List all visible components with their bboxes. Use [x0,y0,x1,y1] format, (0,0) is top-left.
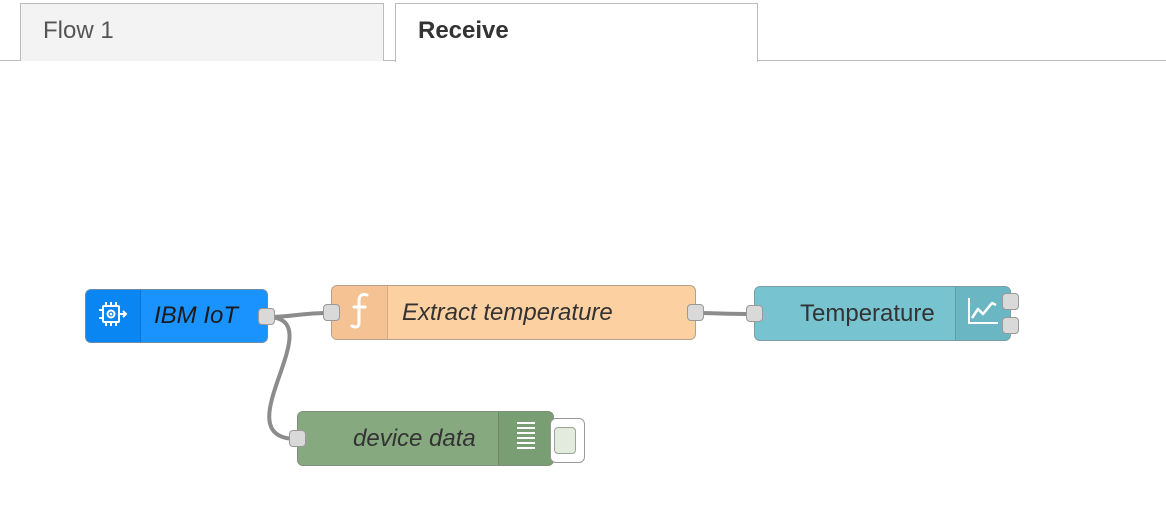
chart-icon-area [955,287,1010,340]
line-chart-icon [966,296,1000,331]
debug-icon-area [498,412,553,465]
temperature-chart-output-port-2[interactable] [1002,317,1019,334]
debug-toggle-indicator [554,427,576,454]
node-device-data-debug[interactable]: device data [297,411,554,466]
ibm-iot-icon-area [86,290,141,342]
tab-receive[interactable]: Receive [395,3,758,62]
wire-ibm-to-function[interactable] [266,311,332,319]
workspace-tabs: Flow 1 Receive [0,0,1166,62]
ibm-iot-label: IBM IoT [154,302,239,329]
temperature-chart-output-port-1[interactable] [1002,293,1019,310]
device-data-label: device data [353,424,476,452]
device-data-input-port[interactable] [289,430,306,447]
function-icon-area [332,286,388,339]
chip-icon [97,298,129,335]
tab-flow-1[interactable]: Flow 1 [20,3,384,61]
list-icon [514,419,538,458]
function-icon [345,290,375,335]
temperature-chart-label: Temperature [800,299,935,327]
extract-temperature-input-port[interactable] [323,304,340,321]
ibm-iot-output-port[interactable] [258,308,275,325]
wire-ibm-to-debug[interactable] [266,315,298,441]
node-extract-temperature[interactable]: Extract temperature [331,285,696,340]
node-temperature-chart[interactable]: Temperature [754,286,1011,341]
node-ibm-iot[interactable]: IBM IoT [85,289,268,343]
temperature-chart-input-port[interactable] [746,305,763,322]
debug-toggle-button[interactable] [550,418,585,463]
extract-temperature-label: Extract temperature [402,298,613,326]
extract-temperature-output-port[interactable] [687,304,704,321]
